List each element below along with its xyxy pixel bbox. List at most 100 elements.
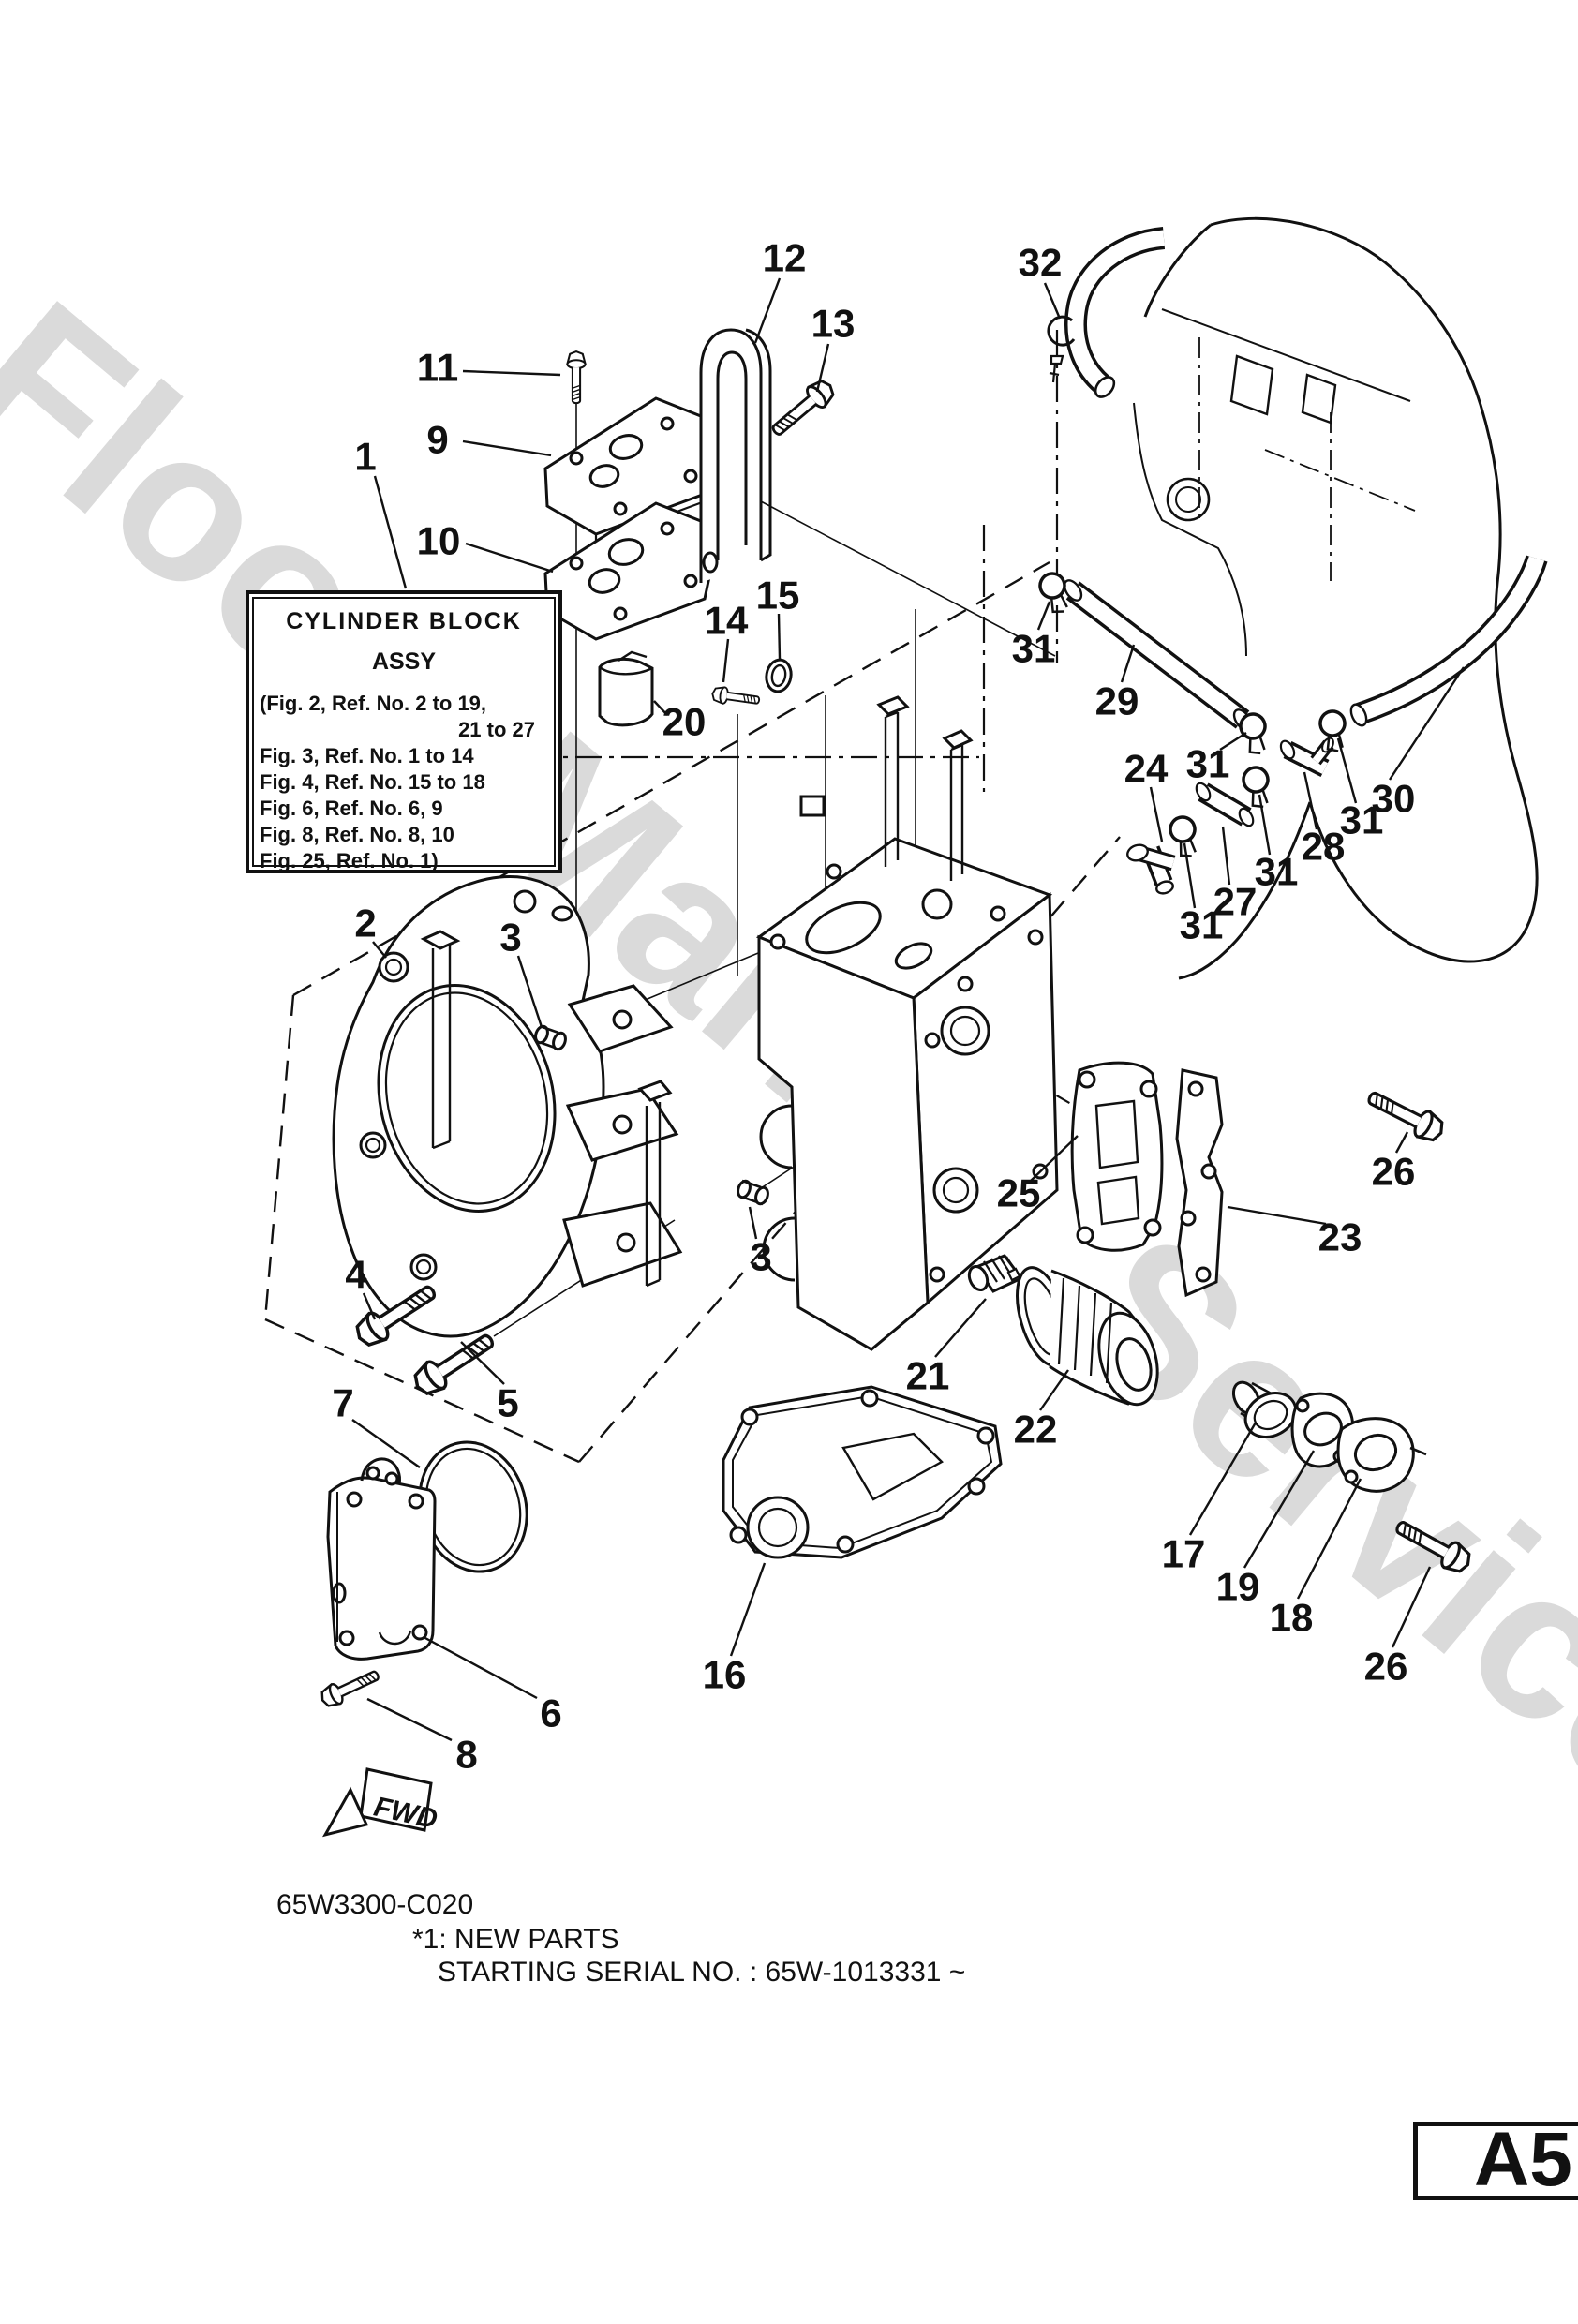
head-gasket-25 <box>1070 1061 1164 1252</box>
callout-leader-6 <box>423 1635 538 1700</box>
callout-leader-19 <box>1243 1450 1316 1569</box>
callout-number-13: 13 <box>811 302 856 346</box>
callout-number-30: 30 <box>1372 777 1416 821</box>
callout-number-25: 25 <box>997 1171 1041 1215</box>
bolt-11 <box>566 350 587 405</box>
callout-number-12: 12 <box>763 236 807 280</box>
callout-leader-2 <box>372 941 387 959</box>
o-ring-15 <box>765 658 793 693</box>
bolt-13 <box>765 374 840 443</box>
info-box-line: (Fig. 2, Ref. No. 2 to 19, <box>260 692 487 715</box>
callout-number-6: 6 <box>540 1691 561 1736</box>
callout-number-26: 26 <box>1372 1150 1416 1194</box>
hose-29-end <box>1063 579 1083 602</box>
info-box: CYLINDER BLOCK ASSY (Fig. 2, Ref. No. 2 … <box>246 590 562 873</box>
callout-number-15: 15 <box>756 574 800 618</box>
info-box-line: Fig. 4, Ref. No. 15 to 18 <box>260 770 485 794</box>
callout-leader-26 <box>1394 1131 1409 1154</box>
callout-leader-11 <box>462 369 561 377</box>
callout-leader-4 <box>362 1292 377 1320</box>
bolt-8 <box>317 1663 383 1711</box>
thermostat-cover-18 <box>1336 1417 1427 1493</box>
callout-leader-21 <box>934 1298 987 1358</box>
callout-leader-3 <box>516 955 543 1028</box>
joint-28 <box>1279 737 1334 777</box>
callout-number-4: 4 <box>345 1253 367 1297</box>
hose-clamp-31 <box>1166 812 1204 862</box>
callout-number-3: 3 <box>750 1235 771 1279</box>
lower-cover-group: FWD <box>317 1440 528 1838</box>
callout-number-31: 31 <box>1340 798 1384 842</box>
callout-leader-32 <box>1043 282 1062 320</box>
page-reference-box: A5 <box>1413 2122 1578 2200</box>
info-box-line: Fig. 3, Ref. No. 1 to 14 <box>260 744 474 767</box>
info-box-title: CYLINDER BLOCK <box>286 608 522 634</box>
callout-leader-25 <box>1030 1135 1079 1182</box>
info-box-inner: CYLINDER BLOCK ASSY (Fig. 2, Ref. No. 2 … <box>252 597 556 872</box>
callout-number-16: 16 <box>703 1653 747 1697</box>
callout-leader-5 <box>460 1341 505 1385</box>
hose-clamp-31 <box>1239 763 1275 812</box>
page-reference-label: A5 <box>1474 2122 1572 2200</box>
callout-number-18: 18 <box>1270 1596 1314 1640</box>
callout-leader-9 <box>462 439 552 457</box>
callout-number-31: 31 <box>1012 627 1056 671</box>
callout-leader-28 <box>1303 771 1318 830</box>
watermark: Flood Marine Services <box>0 257 1578 1925</box>
watermark-text: Flood Marine Services <box>0 257 1578 1925</box>
callout-number-7: 7 <box>332 1381 353 1425</box>
callout-number-26: 26 <box>1364 1645 1408 1689</box>
callout-number-19: 19 <box>1216 1565 1260 1609</box>
callout-number-32: 32 <box>1019 241 1063 285</box>
drawing-code: 65W3300-C020 <box>276 1889 474 1920</box>
callout-leader-15 <box>777 613 782 660</box>
callout-number-31: 31 <box>1255 850 1299 894</box>
callout-leader-31 <box>1183 842 1197 909</box>
callout-number-29: 29 <box>1095 679 1139 723</box>
callout-leader-14 <box>722 638 730 683</box>
plug-14 <box>710 684 762 709</box>
clamp-bracket-12 <box>699 328 772 583</box>
callout-number-28: 28 <box>1302 825 1346 869</box>
callout-leader-7 <box>351 1419 421 1468</box>
callout-number-31: 31 <box>1186 742 1230 786</box>
callout-leader-17 <box>1188 1422 1258 1536</box>
callout-leader-30 <box>1388 666 1466 781</box>
callout-leader-20 <box>653 700 668 716</box>
exhaust-gasket-16 <box>722 1385 1003 1559</box>
callout-leader-22 <box>1039 1369 1069 1411</box>
breather-plate-23 <box>1175 1068 1224 1298</box>
callout-leader-3 <box>748 1206 758 1240</box>
callout-leader-26 <box>1391 1566 1432 1648</box>
info-box-line: Fig. 25, Ref. No. 1) <box>260 849 439 872</box>
dowel-pin-3-lower <box>737 1179 769 1206</box>
cylinder-block-drawing <box>755 695 1059 1351</box>
callout-number-22: 22 <box>1014 1408 1058 1452</box>
callout-leader-18 <box>1296 1478 1362 1600</box>
callout-leader-8 <box>366 1697 453 1742</box>
info-box-line: Fig. 6, Ref. No. 6, 9 <box>260 797 443 820</box>
footer-note-serial: STARTING SERIAL NO. : 65W-1013331 ~ <box>438 1957 966 1988</box>
elbow-fitting-24 <box>1126 843 1176 895</box>
callout-leader-31 <box>1036 601 1051 631</box>
cover-plate-6 <box>326 1457 437 1661</box>
breather-hose-32-drawing <box>1047 227 1166 398</box>
top-bracket-parts <box>543 328 840 727</box>
callout-number-31: 31 <box>1180 903 1224 947</box>
hose-fitting-cluster <box>1035 555 1548 895</box>
callout-leader-31 <box>1258 794 1272 856</box>
dowel-pin-3-upper <box>534 1024 567 1051</box>
callout-leader-1 <box>373 475 408 589</box>
callout-leader-31 <box>1336 737 1358 804</box>
callout-number-9: 9 <box>426 418 448 462</box>
info-box-subtitle: ASSY <box>371 648 437 675</box>
callout-number-27: 27 <box>1213 880 1258 924</box>
callout-leader-27 <box>1221 826 1231 886</box>
callout-number-24: 24 <box>1124 747 1169 791</box>
sleeve-20 <box>598 650 654 727</box>
callout-number-17: 17 <box>1162 1532 1206 1576</box>
